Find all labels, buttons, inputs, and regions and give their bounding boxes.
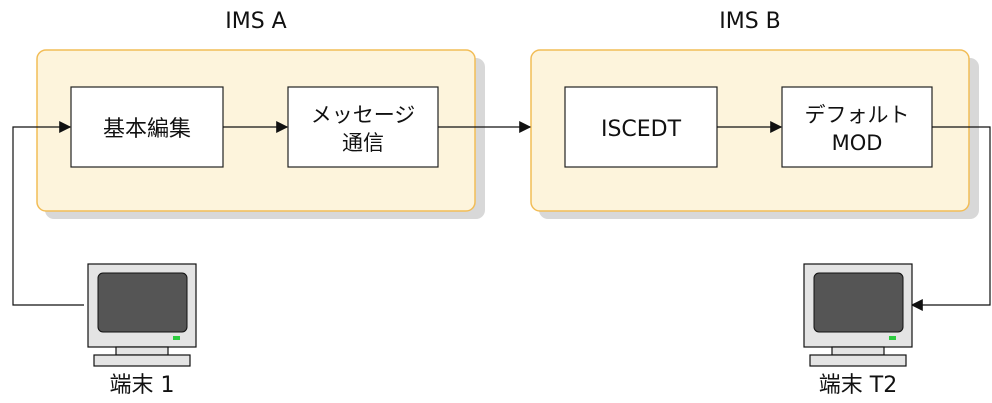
computer-terminal-icon — [87, 263, 197, 367]
terminal2-label: 端末 T2 — [819, 373, 897, 398]
iscedt-label: ISCEDT — [601, 117, 682, 142]
terminal1-to-basic-edit-arrow — [12, 121, 84, 306]
message-comm-label-line1: メッセージ — [311, 103, 416, 127]
message-comm-label-line2: 通信 — [342, 131, 384, 155]
terminal1-label: 端末 1 — [110, 373, 175, 398]
basic-edit-box: 基本編集 — [70, 86, 224, 168]
basic-edit-label: 基本編集 — [103, 117, 191, 142]
default-mod-label-line1: デフォルト — [805, 103, 910, 127]
default-mod-label-line2: MOD — [832, 131, 883, 155]
default-mod-to-terminal2-arrow — [910, 126, 991, 311]
default-mod-box: デフォルト MOD — [781, 86, 933, 168]
ims-b-title: IMS B — [719, 9, 781, 34]
ims-a-title: IMS A — [225, 9, 286, 34]
iscedt-box: ISCEDT — [564, 86, 718, 168]
computer-terminal-icon — [803, 263, 913, 367]
message-comm-box: メッセージ 通信 — [287, 86, 439, 168]
